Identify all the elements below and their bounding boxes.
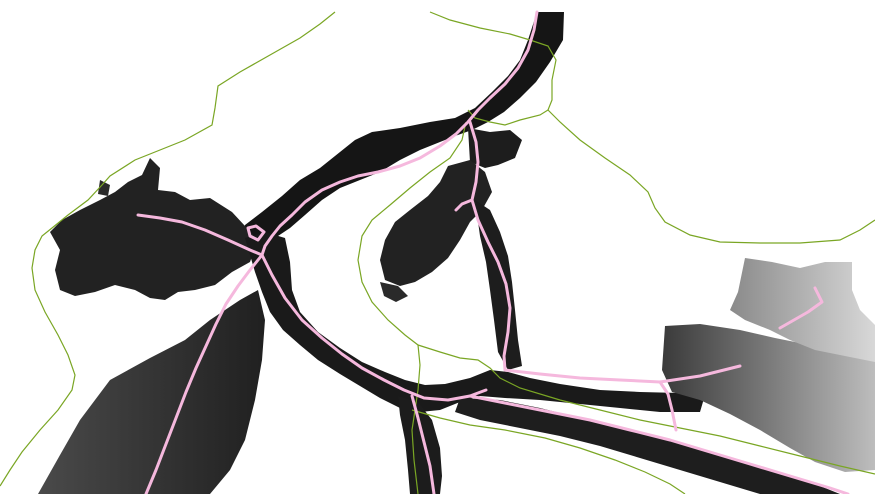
water-area-inner-lobe	[380, 160, 492, 286]
water-area-east-branch	[455, 398, 840, 494]
water-area-junction-lobe	[468, 128, 522, 168]
water-area-central-channel	[245, 232, 705, 412]
river-centerline-ring-east	[468, 120, 512, 372]
boundary-line-south	[411, 409, 686, 494]
river-centerline-east-lower	[468, 394, 850, 494]
river-centerline-central	[260, 253, 488, 402]
water-area-west-bulge	[50, 158, 258, 300]
boundary-line-north	[0, 11, 336, 487]
water-area-west-fragment	[98, 180, 110, 196]
river-centerline-south	[410, 394, 436, 494]
river-centerline-inner-spur	[454, 198, 474, 212]
river-centerline-layer	[136, 10, 850, 494]
water-area-inner-fragment	[380, 282, 408, 302]
water-area-north-channel	[240, 12, 564, 246]
boundary-line-ring-east	[417, 344, 875, 475]
river-centerline-junction-knot	[246, 224, 266, 242]
water-area-northeast-lobe	[730, 258, 875, 362]
river-centerline-southwest	[144, 253, 264, 494]
boundary-line-top-right	[429, 11, 557, 126]
water-area-southwest-lobe	[38, 290, 265, 494]
water-area-south-channel	[398, 396, 442, 494]
river-centerline-north	[260, 10, 539, 257]
river-centerline-east-fork	[658, 380, 678, 432]
river-centerline-east-upper	[503, 364, 742, 384]
water-area-east-field	[662, 324, 875, 472]
boundary-line-ne-loop	[547, 109, 875, 244]
river-centerline-west	[136, 213, 264, 257]
boundary-layer	[0, 11, 875, 494]
river-centerline-northeast	[778, 286, 824, 330]
